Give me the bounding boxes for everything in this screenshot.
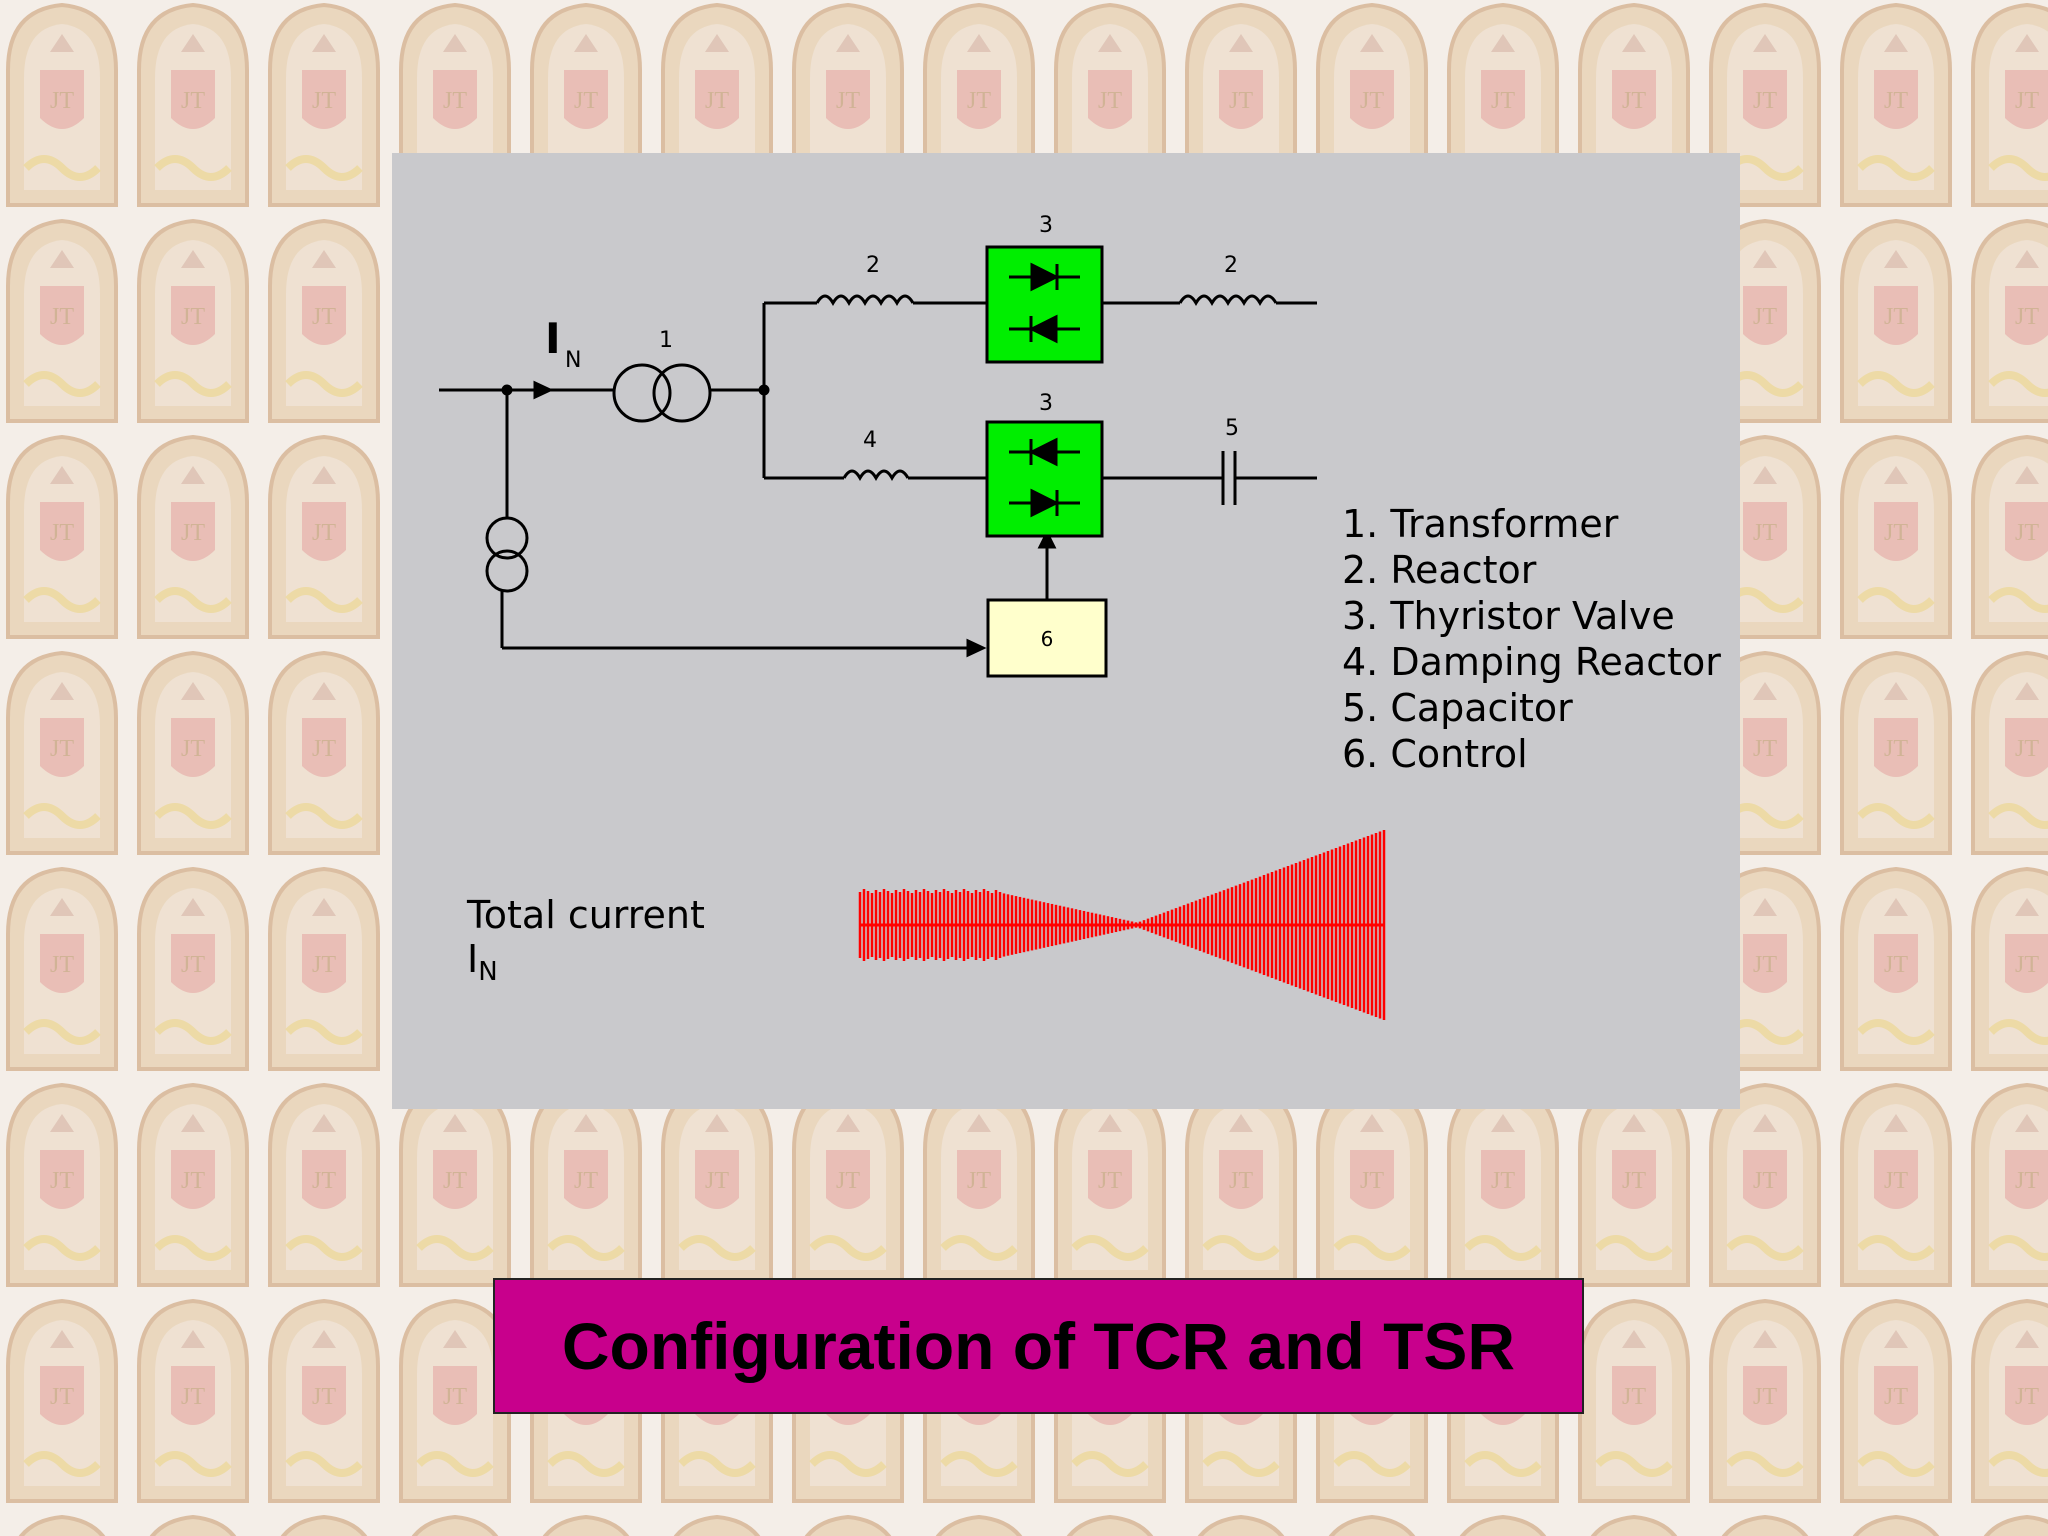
reactor-left-icon <box>815 294 915 307</box>
slide-title: Configuration of TCR and TSR <box>561 1309 1516 1383</box>
thyristor-valve-bottom <box>985 420 1104 538</box>
diagram-panel: I N 1 2 2 3 3 4 5 6 1. Transformer 2. Re… <box>392 153 1740 1109</box>
reactor-right-icon <box>1178 294 1278 307</box>
current-symbol: I <box>545 314 561 363</box>
current-arrow-icon <box>533 380 554 400</box>
current-transformer-icon <box>485 516 529 560</box>
total-current-waveform <box>858 830 1386 1020</box>
legend-item: 3. Thyristor Valve <box>1342 594 1675 638</box>
thyristor-valve-top <box>985 245 1104 364</box>
legend-item: 1. Transformer <box>1342 502 1619 546</box>
label-capacitor: 5 <box>1225 416 1239 441</box>
legend-item: 5. Capacitor <box>1342 686 1573 730</box>
legend-item: 6. Control <box>1342 732 1528 776</box>
control-box <box>986 598 1108 678</box>
damping-reactor-icon <box>842 469 910 482</box>
transformer-coil-icon <box>652 363 712 423</box>
total-current-symbol: I <box>467 937 479 981</box>
control-arrow-icon <box>1037 529 1057 549</box>
total-current-text: Total current <box>467 893 705 937</box>
title-banner: Configuration of TCR and TSR <box>493 1278 1584 1414</box>
label-control: 6 <box>1041 627 1054 651</box>
label-reactor-right: 2 <box>1224 253 1238 278</box>
transformer-icon <box>612 363 672 423</box>
label-reactor-left: 2 <box>866 253 880 278</box>
current-subscript: N <box>565 348 581 373</box>
signal-arrow-icon <box>966 638 987 658</box>
total-current-subscript: N <box>478 957 498 987</box>
label-transformer: 1 <box>659 328 673 353</box>
total-current-symbol-line: IN <box>467 937 705 994</box>
label-valve-bottom: 3 <box>1039 391 1053 416</box>
label-damping-reactor: 4 <box>863 428 877 453</box>
component-legend: 1. Transformer 2. Reactor 3. Thyristor V… <box>1342 501 1721 777</box>
total-current-label: Total current IN <box>467 893 705 994</box>
label-valve-top: 3 <box>1039 213 1053 238</box>
legend-item: 4. Damping Reactor <box>1342 640 1721 684</box>
legend-item: 2. Reactor <box>1342 548 1537 592</box>
tcr-tsr-circuit-diagram: I N 1 2 2 3 3 4 5 6 <box>439 213 1386 1020</box>
